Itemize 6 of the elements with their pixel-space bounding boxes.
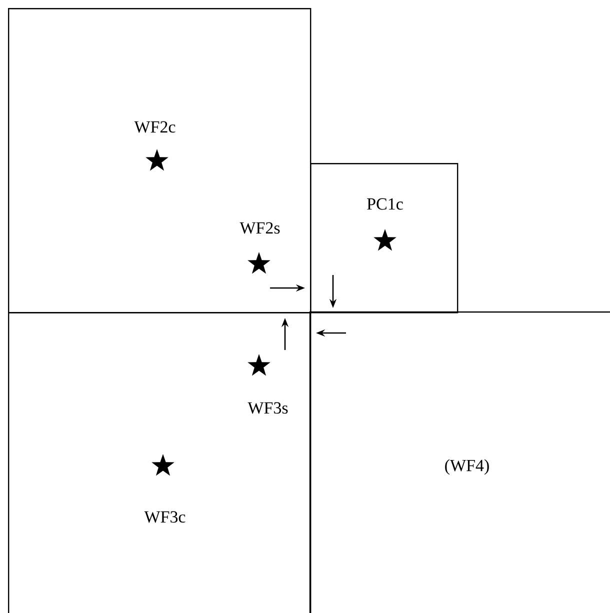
- region-label: PC1c: [367, 198, 403, 210]
- region-label: (WF4): [445, 459, 489, 475]
- region-label: WF3s: [248, 402, 288, 414]
- region-label: WF3c: [144, 511, 186, 523]
- region-label: WF2c: [134, 121, 176, 133]
- region-label: WF2s: [240, 222, 280, 234]
